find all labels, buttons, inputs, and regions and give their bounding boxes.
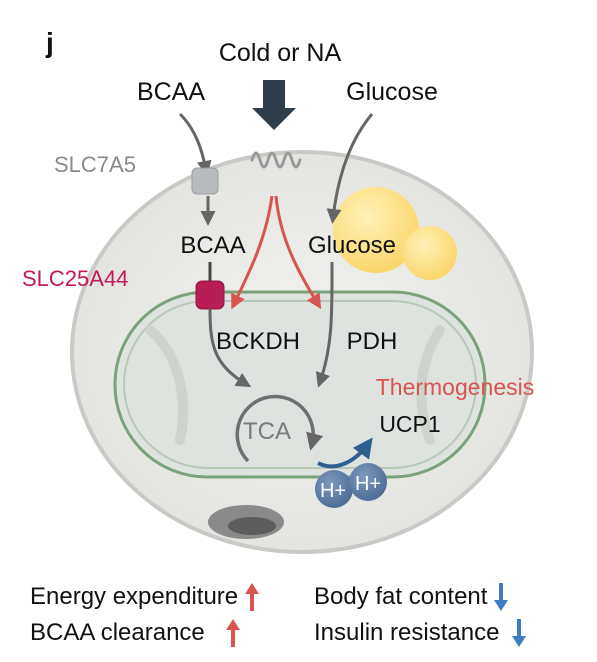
slc7a5-label: SLC7A5 xyxy=(54,152,136,177)
outcome-body-fat-content: Body fat content xyxy=(314,582,509,612)
outcome-label: Body fat content xyxy=(314,583,488,610)
outcome-label: Energy expenditure xyxy=(30,583,239,610)
up-arrow-icon xyxy=(225,619,240,647)
proton-left-label: H+ xyxy=(320,480,346,502)
down-arrow-icon xyxy=(494,583,509,611)
lipid-droplet-small xyxy=(403,226,457,280)
proton-right-label: H+ xyxy=(355,473,381,495)
outcome-insulin-resistance: Insulin resistance xyxy=(314,618,527,648)
adrenergic-receptor-icon xyxy=(250,151,302,169)
bcaa-to-tca-arrow xyxy=(208,308,252,388)
lipid-droplet-large xyxy=(333,187,419,273)
mitochondrion xyxy=(113,290,487,479)
thermogenesis-label: Thermogenesis xyxy=(376,374,535,400)
extracellular-glucose-label: Glucose xyxy=(346,78,438,106)
outcome-label: Insulin resistance xyxy=(314,619,500,646)
bcaa-uptake-arrow xyxy=(178,112,212,176)
slc25a44-label: SLC25A44 xyxy=(22,266,128,291)
ucp1-label: UCP1 xyxy=(379,411,440,437)
slc7a5-transporter-icon xyxy=(191,167,219,195)
tca-cycle-ring xyxy=(235,394,324,463)
glucose-uptake-arrow xyxy=(326,113,374,224)
outcome-label: BCAA clearance xyxy=(30,619,205,646)
stimulus-label: Cold or NA xyxy=(219,39,342,67)
bckdh-label: BCKDH xyxy=(216,328,300,355)
pdh-label: PDH xyxy=(347,328,398,355)
tca-label: TCA xyxy=(243,418,291,445)
proton-right: H+ xyxy=(349,463,387,501)
nucleus xyxy=(208,505,284,539)
cytosolic-glucose-label: Glucose xyxy=(308,232,396,259)
down-arrow-icon xyxy=(512,619,527,647)
activation-arrow-pdh xyxy=(274,195,322,310)
cytosolic-bcaa-label: BCAA xyxy=(180,232,245,259)
activation-arrow-bckdh xyxy=(231,195,274,310)
glucose-to-tca-arrow xyxy=(315,261,334,388)
up-arrow-icon xyxy=(245,583,260,611)
proton-left: H+ xyxy=(315,470,353,508)
slc25a44-transporter-icon xyxy=(195,280,225,310)
outcome-bcaa-clearance: BCAA clearance xyxy=(30,618,241,648)
stimulus-arrow xyxy=(252,80,296,130)
proton-leak-arrow xyxy=(317,437,373,469)
extracellular-bcaa-label: BCAA xyxy=(137,78,205,106)
outcome-energy-expenditure: Energy expenditure xyxy=(30,582,260,612)
panel-label: j xyxy=(45,27,54,58)
